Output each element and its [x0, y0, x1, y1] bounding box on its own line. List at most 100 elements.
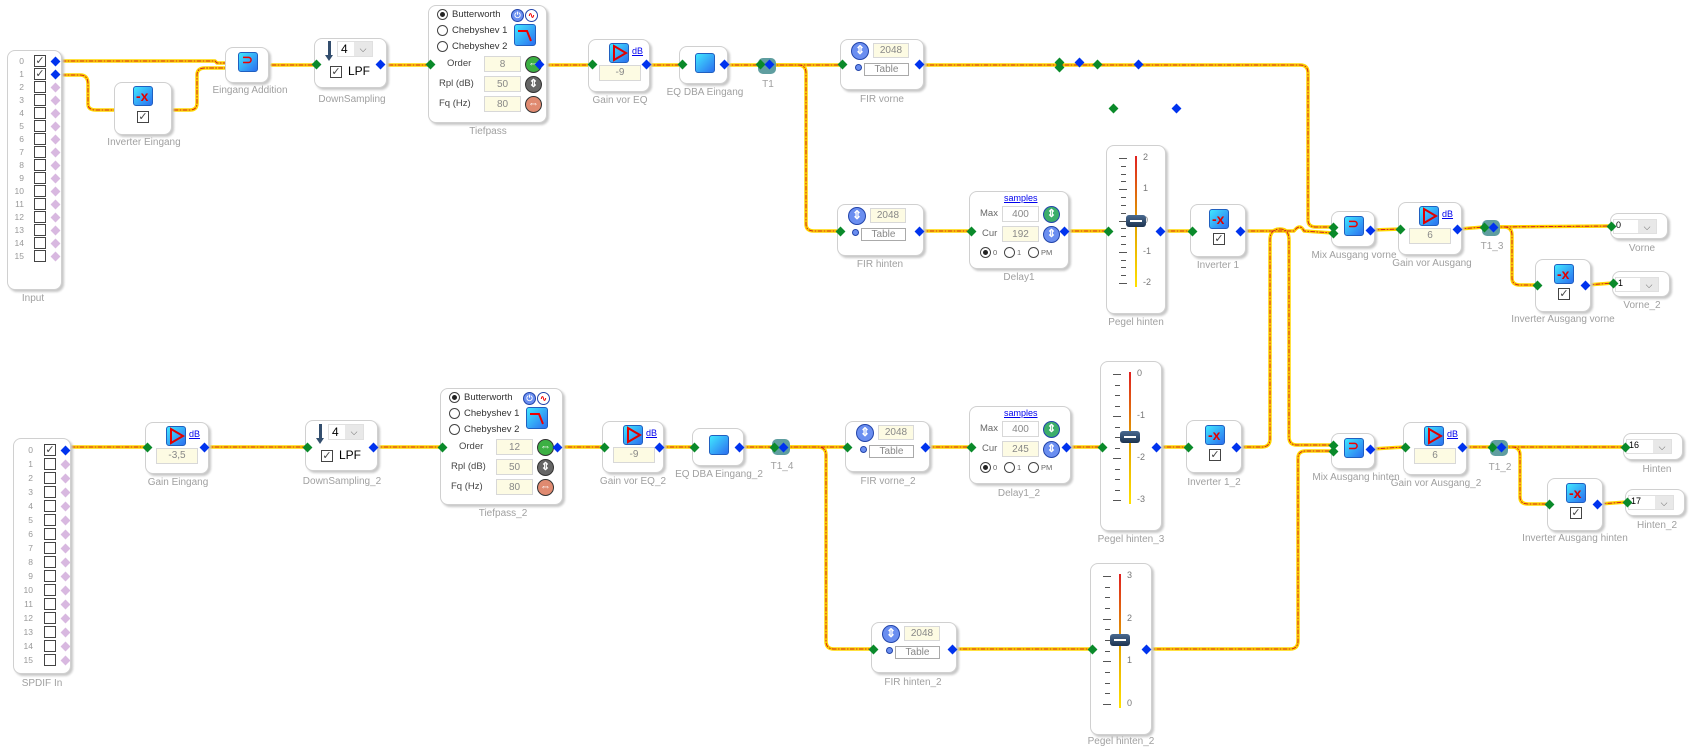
- signal-wire[interactable]: [1371, 446, 1406, 450]
- signal-wire[interactable]: [1236, 227, 1335, 449]
- channel-output-pin[interactable]: [60, 557, 71, 568]
- filter-type-radio[interactable]: [437, 9, 448, 20]
- signal-wire[interactable]: [920, 64, 1334, 228]
- db-unit-link[interactable]: dB: [1447, 429, 1459, 439]
- channel-checkbox[interactable]: [34, 198, 46, 210]
- updown-arrows-icon[interactable]: ⇕: [537, 459, 554, 476]
- channel-output-pin[interactable]: [50, 160, 61, 171]
- channel-output-pin[interactable]: [60, 571, 71, 582]
- delay-mode-radio[interactable]: [1004, 247, 1015, 258]
- channel-output-pin[interactable]: [60, 501, 71, 512]
- updown-arrows-icon[interactable]: ⇕: [848, 207, 866, 225]
- slider-knob[interactable]: [1110, 634, 1130, 646]
- vorne-2-channel-select[interactable]: 1⌵: [1615, 277, 1659, 292]
- channel-checkbox[interactable]: [44, 598, 56, 610]
- channel-output-pin[interactable]: [60, 473, 71, 484]
- db-unit-link[interactable]: dB: [632, 46, 644, 56]
- downsampling-2-block[interactable]: 4⌵ ✓ LPF: [305, 420, 378, 471]
- fir-table-button[interactable]: Table: [895, 646, 940, 659]
- channel-output-pin[interactable]: [60, 641, 71, 652]
- gain-eingang-block[interactable]: dB -3,5: [145, 422, 209, 474]
- channel-output-pin[interactable]: [60, 529, 71, 540]
- samples-unit-link[interactable]: samples: [1004, 408, 1038, 418]
- signal-wire[interactable]: [60, 73, 118, 112]
- channel-output-pin[interactable]: [50, 173, 61, 184]
- channel-checkbox[interactable]: [34, 172, 46, 184]
- left-right-arrows-icon[interactable]: ⇔: [525, 96, 542, 113]
- updown-arrows-green-icon[interactable]: ⇕: [1043, 421, 1060, 438]
- channel-output-pin[interactable]: [60, 487, 71, 498]
- vorne-channel-select[interactable]: 0⌵: [1613, 219, 1657, 234]
- gain-value-field[interactable]: -3,5: [156, 448, 198, 464]
- downsampling-2-lpf-checkbox[interactable]: ✓: [321, 450, 333, 462]
- signal-wire[interactable]: [173, 67, 229, 111]
- gain-vor-ausgang-2-block[interactable]: dB 6: [1403, 422, 1467, 475]
- channel-output-pin[interactable]: [60, 585, 71, 596]
- db-unit-link[interactable]: dB: [1442, 209, 1454, 219]
- slider-knob[interactable]: [1120, 431, 1140, 443]
- channel-output-pin[interactable]: [60, 613, 71, 624]
- channel-output-pin[interactable]: [60, 445, 71, 456]
- channel-checkbox[interactable]: [44, 570, 56, 582]
- channel-checkbox[interactable]: [34, 224, 46, 236]
- channel-checkbox[interactable]: [44, 556, 56, 568]
- delay-cur-field[interactable]: 245: [1002, 441, 1039, 457]
- channel-output-pin[interactable]: [50, 121, 61, 132]
- param-value-field[interactable]: 80: [496, 479, 533, 495]
- channel-checkbox[interactable]: [44, 500, 56, 512]
- channel-checkbox[interactable]: [34, 94, 46, 106]
- delay-mode-radio[interactable]: [1004, 462, 1015, 473]
- mix-ausgang-vorne-block[interactable]: ⊃: [1331, 211, 1375, 247]
- channel-checkbox[interactable]: ✓: [44, 444, 56, 456]
- updown-arrows-blue-icon[interactable]: ⇕: [1043, 441, 1060, 458]
- downsampling-lpf-checkbox[interactable]: ✓: [330, 66, 342, 78]
- channel-output-pin[interactable]: [60, 459, 71, 470]
- param-value-field[interactable]: 8: [484, 56, 521, 72]
- channel-checkbox[interactable]: [34, 120, 46, 132]
- signal-wire[interactable]: [1494, 225, 1612, 228]
- channel-checkbox[interactable]: [34, 250, 46, 262]
- updown-arrows-icon[interactable]: ⇕: [856, 424, 874, 442]
- inverter-eingang-block[interactable]: -x ✓: [114, 82, 172, 135]
- delay-max-field[interactable]: 400: [1002, 421, 1039, 437]
- channel-output-pin[interactable]: [50, 134, 61, 145]
- delay-mode-radio[interactable]: [980, 247, 991, 258]
- signal-wire[interactable]: [61, 60, 229, 64]
- inverter-ausgang-vorne-checkbox[interactable]: ✓: [1558, 288, 1570, 300]
- channel-checkbox[interactable]: [44, 514, 56, 526]
- channel-output-pin[interactable]: [50, 251, 61, 262]
- fir-taps-field[interactable]: 2048: [873, 43, 909, 58]
- gain-value-field[interactable]: 6: [1414, 448, 1456, 464]
- channel-output-pin[interactable]: [50, 238, 61, 249]
- signal-wire[interactable]: [770, 64, 841, 232]
- db-unit-link[interactable]: dB: [189, 429, 201, 439]
- channel-output-pin[interactable]: [50, 82, 61, 93]
- channel-output-pin[interactable]: [60, 599, 71, 610]
- channel-output-pin[interactable]: [60, 543, 71, 554]
- channel-checkbox[interactable]: [34, 159, 46, 171]
- updown-arrows-icon[interactable]: ⇕: [882, 625, 900, 643]
- left-right-arrows-icon[interactable]: ⇔: [537, 479, 554, 496]
- channel-output-pin[interactable]: [50, 147, 61, 158]
- filter-type-radio[interactable]: [437, 41, 448, 52]
- channel-output-pin[interactable]: [50, 108, 61, 119]
- channel-checkbox[interactable]: [34, 185, 46, 197]
- channel-output-pin[interactable]: [60, 655, 71, 666]
- delay-cur-field[interactable]: 192: [1002, 226, 1039, 242]
- signal-wire[interactable]: [1494, 226, 1540, 286]
- hinten-channel-select[interactable]: 16⌵: [1626, 439, 1672, 454]
- sine-icon[interactable]: ∿: [525, 9, 538, 22]
- updown-arrows-blue-icon[interactable]: ⇕: [1043, 226, 1060, 243]
- gain-value-field[interactable]: -9: [599, 65, 641, 81]
- delay-max-field[interactable]: 400: [1002, 206, 1039, 222]
- eingang-addition-block[interactable]: ⊃: [225, 47, 269, 83]
- fir-taps-field[interactable]: 2048: [870, 208, 906, 223]
- channel-checkbox[interactable]: [44, 528, 56, 540]
- channel-checkbox[interactable]: [34, 107, 46, 119]
- downsampling-factor-select[interactable]: 4⌵: [337, 41, 373, 57]
